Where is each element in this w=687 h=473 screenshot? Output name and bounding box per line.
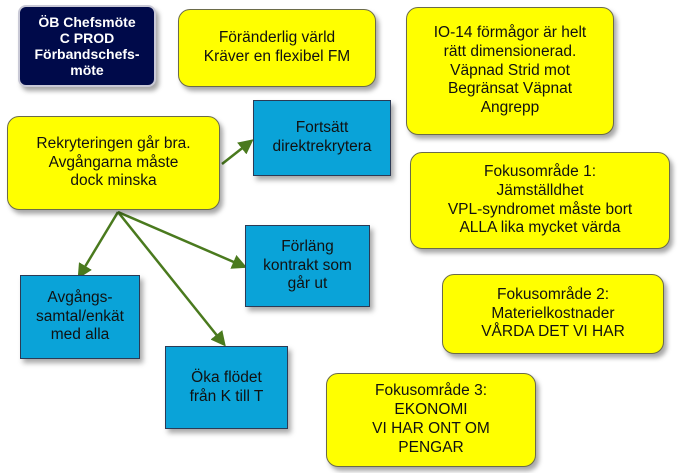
box-text: Fokusområde 2: [497, 285, 609, 303]
box-forlang: Förläng kontrakt som går ut [245, 225, 370, 307]
box-text: EKONOMI [394, 401, 468, 419]
box-text: med alla [50, 326, 110, 344]
box-text: rätt dimensionerad. [443, 42, 577, 60]
title-line: C PROD [59, 29, 115, 46]
box-text: Materielkostnader [491, 304, 615, 322]
box-text: Rekryteringen går bra. [36, 134, 191, 152]
box-text: Jämställdhet [496, 181, 584, 199]
box-text: Förläng [281, 237, 334, 255]
arrow-to-forlang [117, 210, 248, 269]
box-text: dock minska [70, 172, 157, 190]
box-text: samtal/enkät [36, 307, 124, 325]
box-io14: IO-14 förmågor är helt rätt dimensionera… [406, 7, 614, 135]
box-text: Fokusområde 1: [484, 162, 596, 180]
box-oka-flodet: Öka flödet från K till T [165, 346, 288, 429]
box-text: från K till T [189, 387, 264, 405]
arrow-to-fortsatt [221, 139, 254, 165]
box-text: Angrepp [480, 99, 540, 117]
box-text: VPL-syndromet måste bort [447, 200, 633, 218]
box-fokusomrade-2: Fokusområde 2: Materielkostnader VÅRDA D… [442, 274, 664, 354]
box-avgangs: Avgångs- samtal/enkät med alla [20, 275, 140, 359]
box-text: Väpnad Strid mot [450, 61, 570, 79]
box-text: går ut [287, 275, 328, 293]
box-text: Fortsätt [295, 119, 349, 137]
arrow-to-avgangs [77, 211, 120, 279]
box-text: Begränsat Väpnat [447, 80, 573, 98]
box-fokusomrade-3: Fokusområde 3: EKONOMI VI HAR ONT OM PEN… [326, 373, 536, 467]
box-text: PENGAR [398, 438, 464, 456]
title-line: Förbandschefs- [34, 46, 140, 62]
box-text: kontrakt som [263, 256, 352, 274]
title-line: ÖB Chefsmöte [38, 13, 136, 30]
box-foranderlig-varld: Föränderlig värld Kräver en flexibel FM [178, 9, 376, 87]
box-text: VÅRDA DET VI HAR [481, 323, 625, 341]
box-text: IO-14 förmågor är helt [433, 23, 587, 41]
title-box: ÖB Chefsmöte C PROD Förbandschefs- möte [18, 5, 156, 87]
box-text: direktrekrytera [272, 138, 372, 155]
arrow-to-oka [117, 211, 226, 347]
box-text: ALLA lika mycket värda [459, 219, 621, 237]
box-fortsatt: Fortsätt direktrekrytera [253, 100, 391, 176]
box-rekryteringen: Rekryteringen går bra. Avgångarna måste … [7, 116, 220, 210]
title-line: möte [70, 62, 104, 79]
box-text: VI HAR ONT OM [372, 420, 490, 437]
box-text: Kräver en flexibel FM [203, 48, 351, 65]
box-fokusomrade-1: Fokusområde 1: Jämställdhet VPL-syndrome… [410, 152, 670, 249]
box-text: Öka flödet [191, 368, 262, 386]
box-text: Avgångs- [47, 288, 113, 306]
box-text: Föränderlig värld [218, 29, 336, 47]
box-text: Fokusområde 3: [375, 382, 487, 400]
box-text: Avgångarna måste [48, 153, 179, 171]
